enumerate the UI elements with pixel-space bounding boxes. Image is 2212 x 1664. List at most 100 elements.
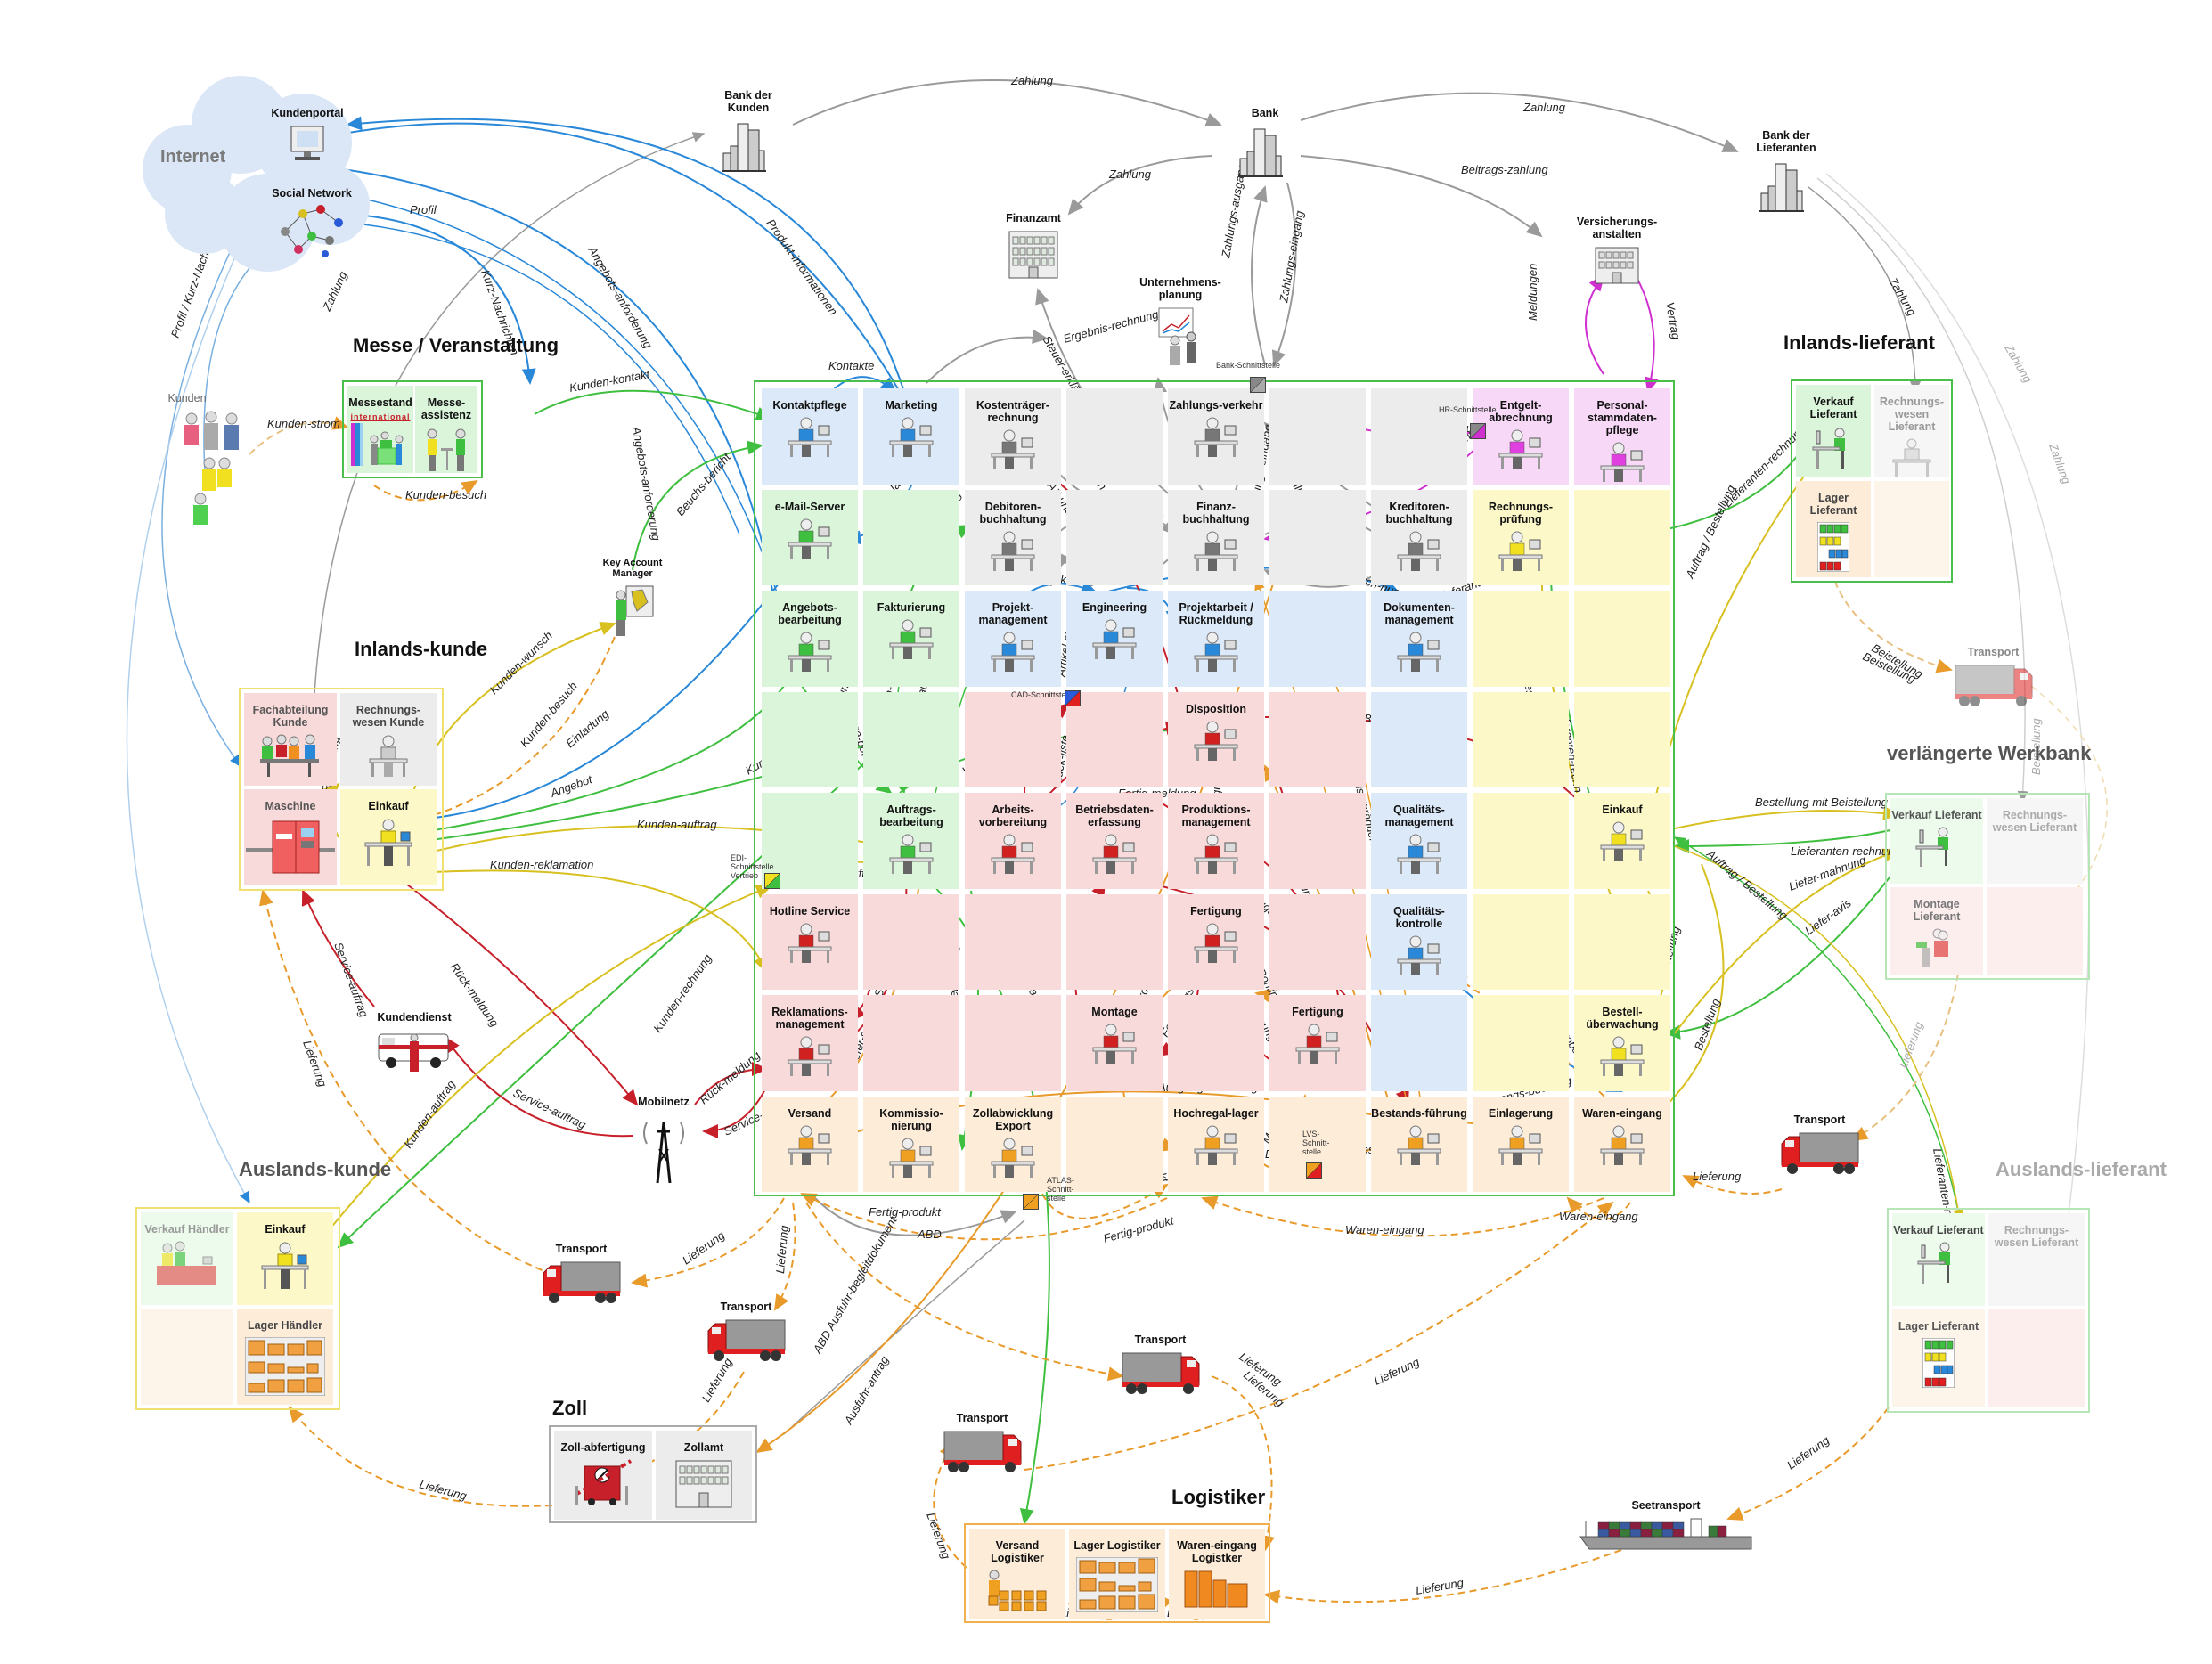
label-beitragszahlung: Beitrags-zahlung (1461, 163, 1548, 176)
grid-cell-versand[interactable]: Versand (762, 1096, 858, 1192)
transport-4[interactable]: Transport (940, 1412, 1024, 1474)
grid-cell-marketing[interactable]: Marketing (863, 388, 959, 485)
werkbank-cell-montage[interactable]: Montage Lieferant (1890, 887, 1983, 975)
cad-interface-label: CAD-Schnittstelle (1011, 690, 1074, 699)
inlandskunde-cell-fachabteilung[interactable]: Fachabteilung Kunde (244, 693, 337, 786)
grid-cell-waren-eingang[interactable]: Waren-eingang (1574, 1096, 1670, 1192)
grid-cell-hochregal-lager[interactable]: Hochregal-lager (1168, 1096, 1264, 1192)
transport-6[interactable]: Transport (1951, 646, 2036, 708)
hr-interface-icon[interactable] (1470, 423, 1486, 439)
transport-1[interactable]: Transport (539, 1243, 624, 1305)
grid-cell-kontaktpflege[interactable]: Kontaktpflege (762, 388, 858, 485)
werkbank-cell-verkauf[interactable]: Verkauf Lieferant (1890, 798, 1983, 884)
grid-cell-kreditoren-buchhaltung[interactable]: Kreditoren-buchhaltung (1371, 489, 1467, 585)
inlandslieferant-cell-lager[interactable]: Lager Lieferant (1796, 481, 1871, 577)
bank-der-lieferanten[interactable]: Bank der Lieferanten (1737, 129, 1835, 213)
edi-interface-icon[interactable] (764, 873, 780, 889)
grid-cell-einkauf[interactable]: Einkauf (1574, 793, 1670, 889)
grid-cell-e-mail-server[interactable]: e-Mail-Server (762, 489, 858, 585)
grid-cell-engineering[interactable]: Engineering (1066, 591, 1163, 687)
auslandslieferant-cell-rechnungswesen[interactable]: Rechnungs-wesen Lieferant (1988, 1213, 2085, 1306)
grid-cell-debitoren-buchhaltung[interactable]: Debitoren-buchhaltung (965, 489, 1061, 585)
transport-5[interactable]: Transport (1777, 1113, 1862, 1176)
grid-cell-empty-r0-c5 (1269, 388, 1366, 485)
grid-cell-zollabwicklung-export[interactable]: Zollabwicklung Export (965, 1096, 1061, 1192)
grid-cell-qualitäts-management[interactable]: Qualitäts-management (1371, 793, 1467, 889)
grid-cell-empty-r0-c3 (1066, 388, 1163, 485)
auslandslieferant-cell-lager[interactable]: Lager Lieferant (1892, 1309, 1985, 1407)
grid-cell-dokumenten-management[interactable]: Dokumenten-management (1371, 591, 1467, 687)
messe-cell-messestand[interactable]: Messestand international (347, 386, 413, 473)
shop-counter-icon (157, 1241, 216, 1285)
grid-cell-projektarbeit-rückmeldung[interactable]: Projektarbeit / Rückmeldung (1168, 591, 1264, 687)
logistiker-cell-versand[interactable]: Versand Logistiker (969, 1529, 1065, 1619)
grid-cell-disposition[interactable]: Disposition (1168, 691, 1264, 787)
bank[interactable]: Bank (1220, 107, 1310, 178)
auslandskunde-cell-einkauf[interactable]: Einkauf (237, 1212, 333, 1305)
lager-haendler-label: Lager Händler (247, 1319, 323, 1332)
inlandskunde-cell-einkauf[interactable]: Einkauf (340, 789, 437, 885)
transport-2[interactable]: Transport (704, 1301, 788, 1363)
inlandskunde-cell-rechnungswesen[interactable]: Rechnungs-wesen Kunde (340, 693, 437, 786)
grid-cell-qualitäts-kontrolle[interactable]: Qualitäts-kontrolle (1371, 893, 1467, 990)
social-network[interactable]: Social Network (258, 187, 365, 258)
unternehmensplanung[interactable]: Unternehmens-planung (1131, 276, 1229, 369)
inlandslieferant-cell-rechnungswesen[interactable]: Rechnungs-wesen Lieferant (1874, 385, 1949, 477)
seetransport[interactable]: Seetransport (1577, 1499, 1755, 1553)
auslandskunde-cell-verkauf[interactable]: Verkauf Händler (141, 1212, 233, 1305)
truck-icon (943, 1431, 1021, 1472)
inlandskunde-cell-maschine[interactable]: Maschine (244, 789, 337, 885)
auslandslieferant-cell-verkauf[interactable]: Verkauf Lieferant (1892, 1213, 1985, 1306)
grid-cell-produktions-management[interactable]: Produktions-management (1168, 793, 1264, 889)
logistiker-cell-lager[interactable]: Lager Logistiker (1069, 1529, 1165, 1619)
grid-cell-arbeits-vorbereitung[interactable]: Arbeits-vorbereitung (965, 793, 1061, 889)
auslandskunde-cell-lager[interactable]: Lager Händler (237, 1309, 333, 1405)
service-van-icon (378, 1033, 449, 1072)
inlandslieferant-cell-verkauf[interactable]: Verkauf Lieferant (1796, 385, 1871, 477)
grid-cell-bestands-führung[interactable]: Bestands-führung (1371, 1096, 1467, 1192)
grid-cell-projekt-management[interactable]: Projekt-management (965, 591, 1061, 687)
grid-cell-personal-stammdaten-pflege[interactable]: Personal-stammdaten-pflege (1574, 388, 1670, 485)
bank-der-kunden[interactable]: Bank der Kunden (704, 89, 793, 173)
werkbank-cell-rechnungswesen[interactable]: Rechnungs-wesen Lieferant (1987, 798, 2083, 884)
grid-cell-kommissio-nierung[interactable]: Kommissio-nierung (863, 1096, 959, 1192)
kunden[interactable]: Kunden (160, 392, 214, 404)
zoll-cell-zollamt[interactable]: Zollamt (656, 1431, 752, 1520)
grid-cell-rechnungs-prüfung[interactable]: Rechnungs-prüfung (1473, 489, 1569, 585)
grid-cell-fertigung[interactable]: Fertigung (1269, 995, 1366, 1091)
cad-interface-icon[interactable] (1065, 690, 1081, 706)
grid-cell-auftrags-bearbeitung[interactable]: Auftrags-bearbeitung (863, 793, 959, 889)
logistiker-cell-wareneingang[interactable]: Waren-eingang Logistker (1169, 1529, 1265, 1619)
grid-cell-zahlungs-verkehr[interactable]: Zahlungs-verkehr (1168, 388, 1264, 485)
grid-cell-kostenträger-rechnung[interactable]: Kostenträger-rechnung (965, 388, 1061, 485)
grid-cell-entgelt-abrechnung[interactable]: Entgelt-abrechnung (1473, 388, 1569, 485)
grid-cell-bestell-überwachung[interactable]: Bestell-überwachung (1574, 995, 1670, 1091)
atlas-interface-icon[interactable] (1023, 1194, 1039, 1210)
grid-cell-hotline-service[interactable]: Hotline Service (762, 893, 858, 990)
finanzamt[interactable]: Finanzamt (989, 212, 1078, 280)
workstation-icon (1194, 531, 1238, 571)
key-account-manager[interactable]: Key Account Manager (592, 558, 673, 638)
lvs-interface-icon[interactable] (1306, 1162, 1322, 1179)
grid-cell-fertigung[interactable]: Fertigung (1168, 893, 1264, 990)
kundendienst-label: Kundendienst (377, 1011, 452, 1024)
mobilnetz[interactable]: Mobilnetz (633, 1096, 695, 1185)
grid-cell-betriebsdaten-erfassung[interactable]: Betriebsdaten-erfassung (1066, 793, 1163, 889)
grid-cell-montage[interactable]: Montage (1066, 995, 1163, 1091)
edge-ergebnisrechnung (926, 329, 1049, 384)
grid-cell-angebots-bearbeitung[interactable]: Angebots-bearbeitung (762, 591, 858, 687)
kundenportal[interactable]: Kundenportal (258, 107, 356, 164)
grid-cell-einlagerung[interactable]: Einlagerung (1473, 1096, 1569, 1192)
grid-cell-finanz-buchhaltung[interactable]: Finanz-buchhaltung (1168, 489, 1264, 585)
label-abd-doc: ABD Ausfuhr-begleitdokument (810, 1213, 900, 1356)
grid-cell-fakturierung[interactable]: Fakturierung (863, 591, 959, 687)
transport-3[interactable]: Transport (1118, 1334, 1203, 1396)
messe-cell-messeassistenz[interactable]: Messe-assistenz (415, 386, 477, 473)
bank-interface-icon[interactable] (1250, 377, 1266, 393)
unternehmensplanung-label: Unternehmens-planung (1139, 276, 1221, 301)
grid-cell-reklamations-management[interactable]: Reklamations-management (762, 995, 858, 1091)
zoll-cell-abfertigung[interactable]: Zoll-abfertigung (554, 1431, 652, 1520)
kundendienst[interactable]: Kundendienst (370, 1011, 459, 1075)
grid-cell-label: Fertigung (1292, 1006, 1343, 1018)
versicherungsanstalten[interactable]: Versicherungs-anstalten (1568, 216, 1666, 285)
